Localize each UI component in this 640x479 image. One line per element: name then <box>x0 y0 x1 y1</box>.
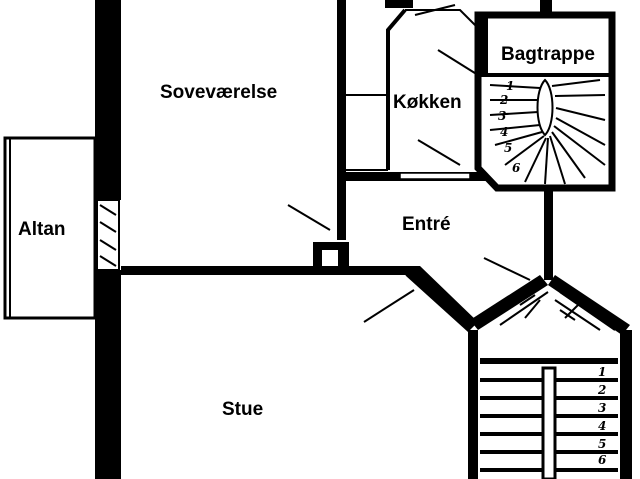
kitchen-counter-top <box>405 9 481 31</box>
bedroom-right-wall <box>337 0 346 185</box>
back-stair-corner <box>478 15 488 75</box>
stair-landing-scribbles <box>519 294 579 321</box>
chimney-inner <box>322 250 338 266</box>
balcony-door <box>96 199 120 271</box>
main-stair-right-wall <box>620 330 632 479</box>
main-step-1: 1 <box>598 365 606 379</box>
kitchen-wall-left <box>386 8 407 170</box>
main-step-2: 2 <box>597 383 606 397</box>
entre-angled-inner <box>411 275 471 329</box>
bedroom-right-wall-lower <box>337 185 346 240</box>
back-stair-step-numbers: 1 2 3 4 5 6 <box>498 79 521 175</box>
main-step-6: 6 <box>598 453 607 467</box>
back-step-2: 2 <box>499 93 508 107</box>
mid-wall <box>121 266 406 275</box>
kitchen-top-wall <box>385 0 413 8</box>
room-label-balcony: Altan <box>18 219 66 240</box>
back-step-1: 1 <box>506 79 514 93</box>
room-label-living-room: Stue <box>222 399 263 420</box>
main-step-3: 3 <box>598 401 606 415</box>
main-stair-step-numbers: 1 2 3 4 5 6 <box>597 365 607 467</box>
room-label-back-stair: Bagtrappe <box>501 44 595 65</box>
main-stair-newel <box>541 366 557 479</box>
back-stair-treads <box>489 78 606 185</box>
back-step-6: 6 <box>512 161 521 175</box>
kitchen-diag-2 <box>437 49 479 76</box>
room-label-kitchen: Køkken <box>393 92 462 113</box>
kitchen-window-strip <box>399 172 471 180</box>
main-step-5: 5 <box>598 437 606 451</box>
back-stair-outline <box>474 11 616 192</box>
main-stair-left-wall <box>468 330 478 479</box>
entre-door-swing <box>483 257 531 281</box>
stair-landing-hatch <box>489 284 616 331</box>
bedroom-door-swing <box>287 204 331 231</box>
entre-right-wall <box>544 188 553 280</box>
back-step-3: 3 <box>498 109 506 123</box>
stair-landing-angled-left <box>470 275 548 330</box>
stair-landing-angled-right <box>548 275 630 335</box>
kitchen-diag-3 <box>417 139 461 166</box>
balcony-outline <box>3 136 97 320</box>
left-wall <box>95 0 121 200</box>
room-label-entrance: Entré <box>402 214 451 235</box>
left-wall-lower <box>95 270 121 479</box>
main-step-4: 4 <box>598 419 606 433</box>
room-label-bedroom: Soveværelse <box>160 82 277 103</box>
kitchen-diag-1 <box>414 4 456 16</box>
back-step-5: 5 <box>504 141 512 155</box>
balcony-door-hatch <box>99 204 117 267</box>
living-door-swing <box>363 289 415 323</box>
back-step-4: 4 <box>500 125 508 139</box>
main-stair-treads <box>480 358 618 472</box>
